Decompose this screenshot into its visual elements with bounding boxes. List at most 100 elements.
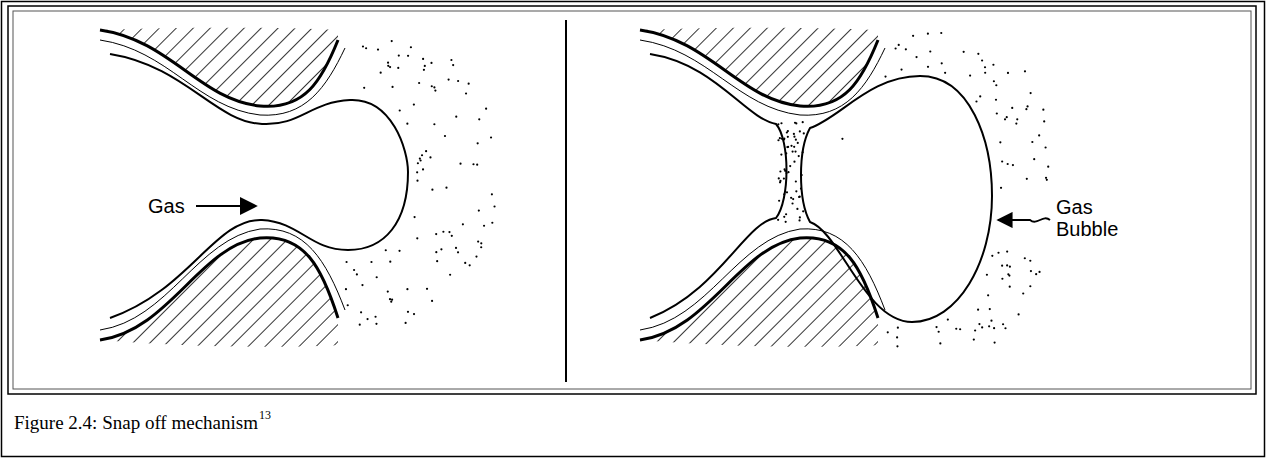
- stipple-dot: [462, 223, 464, 225]
- stipple-dot: [363, 87, 365, 89]
- stipple-dot: [795, 122, 797, 124]
- stipple-dot: [787, 136, 789, 138]
- stipple-dot: [429, 156, 431, 158]
- stipple-dot: [944, 72, 946, 74]
- stipple-dot: [1030, 92, 1032, 94]
- stipple-dot: [1033, 158, 1035, 160]
- stipple-dot: [1045, 177, 1047, 179]
- stipple-dot: [1015, 122, 1017, 124]
- stipple-dot: [984, 66, 986, 68]
- stipple-dot: [1001, 265, 1003, 267]
- stipple-dot: [490, 136, 492, 138]
- stipple-dot: [455, 247, 457, 249]
- stipple-dot: [491, 222, 493, 224]
- stipple-dot: [1011, 107, 1013, 109]
- stipple-dot: [362, 45, 364, 47]
- grain-top-edge: [100, 30, 338, 106]
- stipple-dot: [389, 66, 391, 68]
- stipple-dot: [841, 138, 843, 140]
- left-panel: [100, 28, 408, 347]
- stipple-dot: [389, 261, 391, 263]
- stipple-dot: [994, 342, 996, 344]
- stipple-dot: [947, 318, 949, 320]
- stipple-dot: [929, 50, 931, 52]
- stipple-dot: [1044, 146, 1046, 148]
- stipple-dot: [445, 187, 447, 189]
- stipple-dot: [940, 32, 942, 34]
- stipple-dot: [995, 99, 997, 101]
- stipple-dot: [477, 142, 479, 144]
- stipple-dot: [1026, 178, 1028, 180]
- stipple-dot: [795, 190, 797, 192]
- stipple-dot: [900, 68, 902, 70]
- water-film: [100, 229, 345, 330]
- stipple-dot: [442, 231, 444, 233]
- stipple-dot: [422, 168, 424, 170]
- stipple-dot: [477, 240, 479, 242]
- stipple-dot: [896, 345, 898, 347]
- stipple-dot: [789, 165, 791, 167]
- stipple-dot: [380, 72, 382, 74]
- stipple-dot: [425, 150, 427, 152]
- stipple-dot: [963, 51, 965, 53]
- stipple-dot: [793, 133, 795, 135]
- stipple-dot: [1024, 70, 1026, 72]
- stipple-dot: [787, 171, 789, 173]
- stipple-dot: [785, 221, 787, 223]
- stipple-dot: [457, 80, 459, 82]
- stipple-dot: [410, 46, 412, 48]
- stipple-dot: [1006, 116, 1008, 118]
- stipple-dot: [898, 44, 900, 46]
- stipple-dot: [1025, 108, 1027, 110]
- gas-bubble: [801, 76, 992, 322]
- stipple-dot: [451, 235, 453, 237]
- stipple-dot: [1046, 179, 1048, 181]
- stipple-dot: [435, 233, 437, 235]
- stipple-dot: [1022, 292, 1024, 294]
- stipple-dot: [793, 146, 795, 148]
- stipple-dot: [347, 304, 349, 306]
- stipple-dot: [422, 58, 424, 60]
- stipple-dot: [979, 95, 981, 97]
- stipple-dot: [783, 216, 785, 218]
- stipple-dot: [418, 82, 420, 84]
- stipple-dot: [431, 85, 433, 87]
- stipple-dot: [440, 248, 442, 250]
- grain-top-edge: [640, 30, 878, 106]
- stipple-dot: [987, 294, 989, 296]
- stipple-dot: [366, 318, 368, 320]
- stipple-dot: [884, 76, 886, 78]
- stipple-dot: [1004, 118, 1006, 120]
- stipple-dot: [387, 62, 389, 64]
- stipple-dot: [398, 250, 400, 252]
- stipple-dot: [1008, 275, 1010, 277]
- stipple-dot: [421, 154, 423, 156]
- stipple-dot: [1009, 266, 1011, 268]
- stipple-dot: [457, 251, 459, 253]
- stipple-dot: [996, 112, 998, 114]
- stipple-dot: [796, 208, 798, 210]
- stipple-dot: [493, 205, 495, 207]
- stipple-dot: [491, 193, 493, 195]
- stipple-dot: [431, 300, 433, 302]
- gas-label: Gas: [148, 195, 185, 217]
- stipple-dot: [448, 78, 450, 80]
- stipple-dot: [360, 311, 362, 313]
- stipple-dot: [1026, 105, 1028, 107]
- stipple-dot: [407, 55, 409, 57]
- stipple-dot: [793, 161, 795, 163]
- stipple-dot: [468, 83, 470, 85]
- stipple-dot: [887, 331, 889, 333]
- stipple-dot: [472, 163, 474, 165]
- stipple-dot: [988, 325, 990, 327]
- stipple-dot: [377, 48, 379, 50]
- grain-bottom: [640, 238, 878, 347]
- stipple-dot: [433, 123, 435, 125]
- stipple-dot: [915, 56, 917, 58]
- stipple-dot: [430, 62, 432, 64]
- stipple-dot: [413, 313, 415, 315]
- stipple-dot: [785, 213, 787, 215]
- stipple-dot: [798, 219, 800, 221]
- stipple-dot: [935, 326, 937, 328]
- stipple-dot: [464, 262, 466, 264]
